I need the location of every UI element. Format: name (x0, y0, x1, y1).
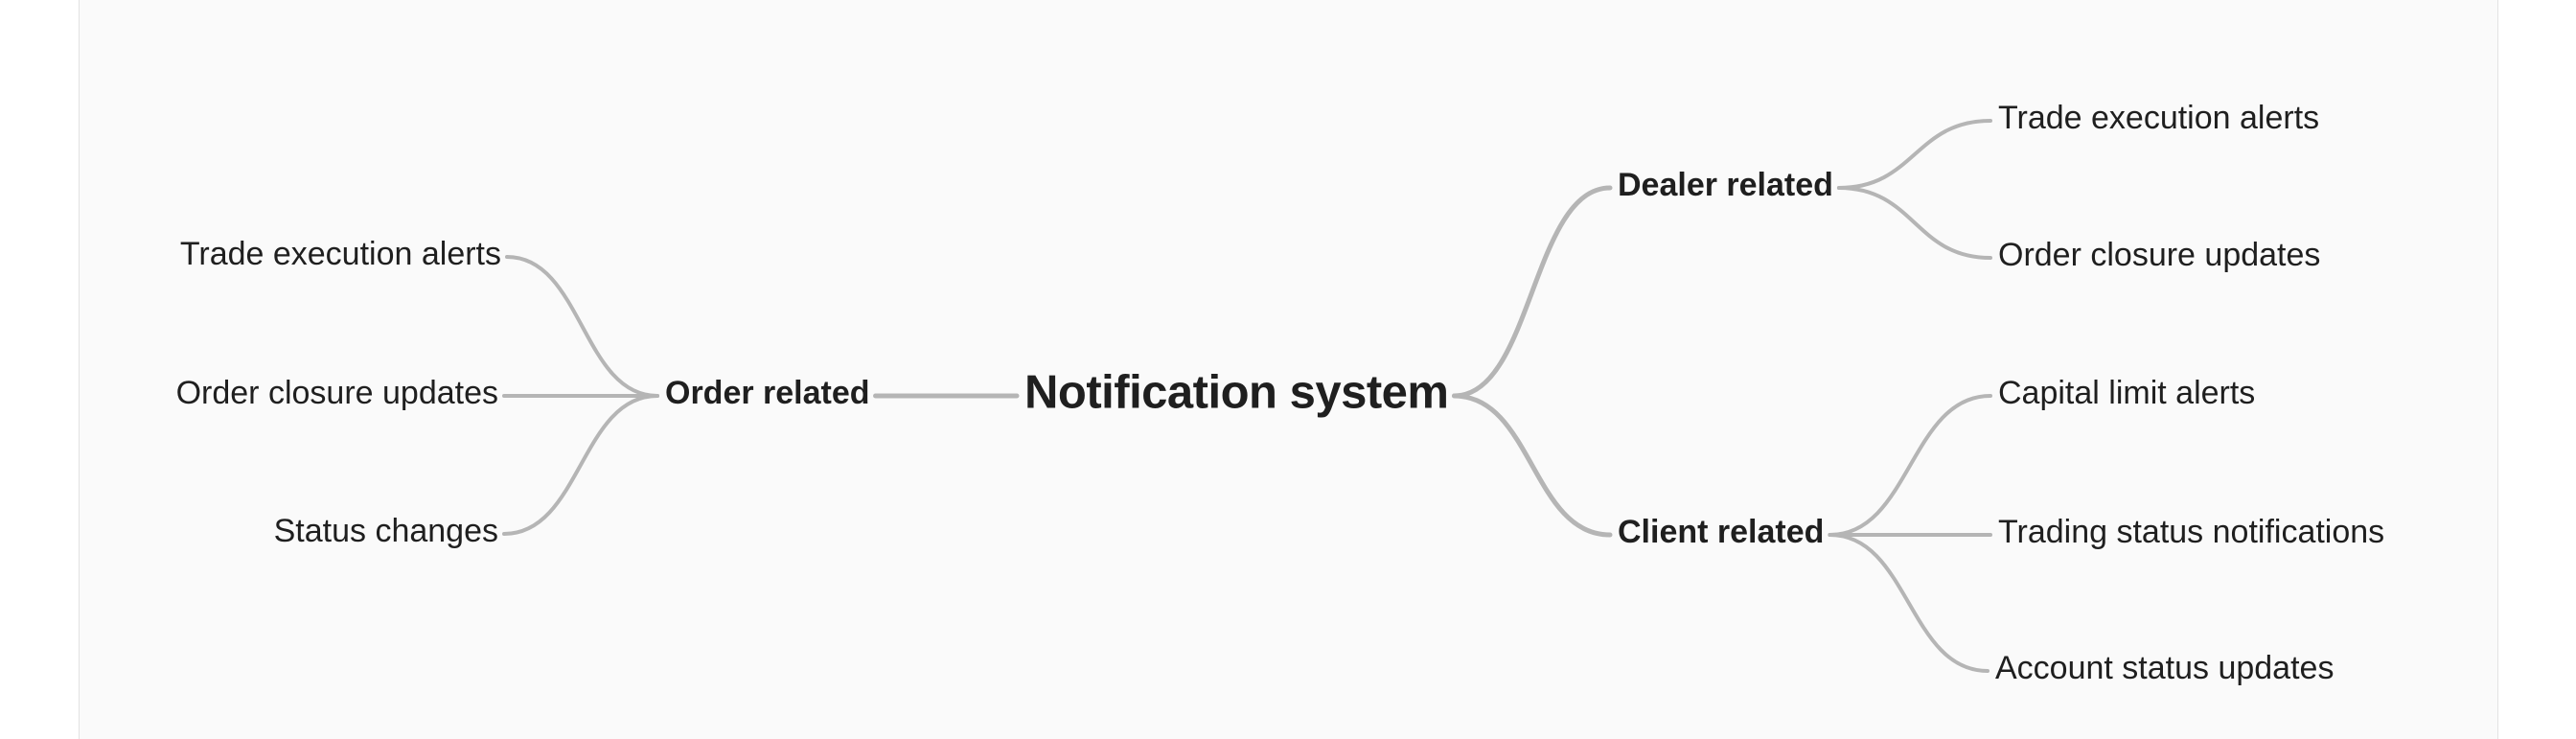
node-root[interactable]: Notification system (1024, 366, 1449, 419)
node-trading-status-notifications[interactable]: Trading status notifications (1998, 514, 2385, 550)
node-client-related[interactable]: Client related (1618, 514, 1825, 550)
link-client-related-to-capital-limit-alerts (1828, 394, 1992, 537)
node-left-trade-execution-alerts[interactable]: Trade execution alerts (179, 236, 501, 272)
link-left-trade-execution-alerts-to-order-related (505, 255, 659, 398)
node-dealer-related[interactable]: Dealer related (1618, 167, 1833, 203)
link-root-to-dealer-related (1451, 185, 1613, 399)
mindmap-canvas-background (79, 0, 2498, 739)
node-account-status-updates[interactable]: Account status updates (1995, 650, 2334, 686)
link-client-related-to-account-status-updates (1828, 533, 1990, 673)
node-right-order-closure-updates[interactable]: Order closure updates (1998, 237, 2321, 273)
node-left-status-changes[interactable]: Status changes (273, 513, 498, 549)
node-right-trade-execution-alerts[interactable]: Trade execution alerts (1998, 100, 2320, 136)
node-capital-limit-alerts[interactable]: Capital limit alerts (1998, 375, 2256, 411)
link-root-to-client-related (1451, 393, 1613, 538)
link-dealer-related-to-right-order-closure-updates (1836, 186, 1992, 260)
node-left-order-closure-updates[interactable]: Order closure updates (175, 375, 498, 411)
link-dealer-related-to-right-trade-execution-alerts (1836, 119, 1992, 190)
node-order-related[interactable]: Order related (665, 375, 870, 411)
link-left-status-changes-to-order-related (502, 394, 659, 536)
